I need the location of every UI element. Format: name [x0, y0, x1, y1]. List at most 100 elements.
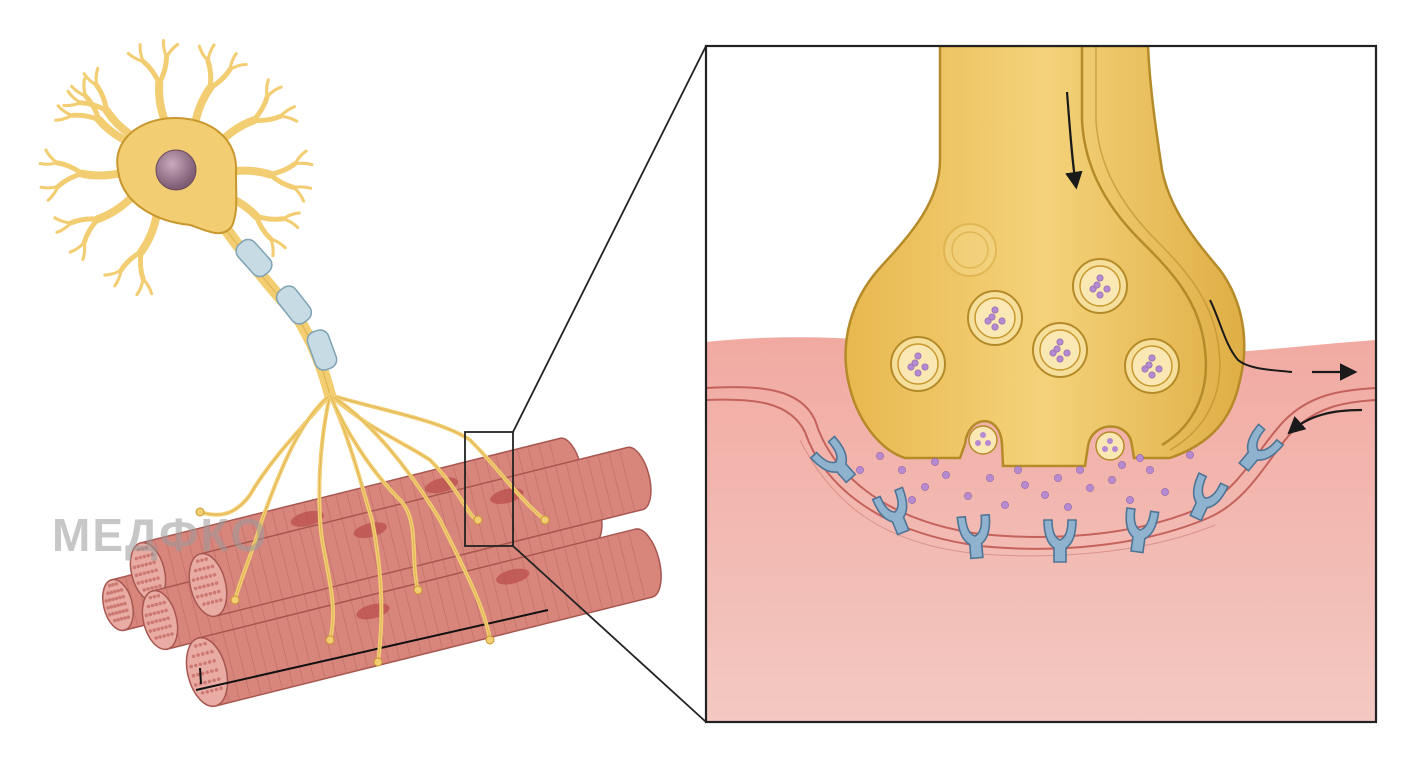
myofibril: [140, 546, 145, 551]
myofibril: [126, 615, 131, 619]
myofibril: [119, 617, 124, 621]
receptor-channel: [871, 486, 910, 536]
myofibril: [198, 662, 203, 667]
myofibril: [160, 609, 164, 614]
neurotransmitter-molecule: [1053, 345, 1061, 353]
striation: [617, 534, 635, 601]
myelin-segment: [306, 329, 338, 371]
neurotransmitter-molecule: [1148, 354, 1156, 362]
neurotransmitter-molecule: [1096, 274, 1104, 282]
receptor-channel: [956, 513, 991, 560]
striation: [265, 622, 283, 688]
myofibril: [195, 594, 200, 599]
striation: [254, 625, 272, 691]
vesicle-opening: [968, 425, 998, 455]
myofibril: [162, 617, 166, 622]
myofibril: [200, 652, 205, 656]
neurotransmitter-molecule: [1107, 438, 1113, 444]
myofibril: [200, 671, 205, 676]
myofibril: [204, 557, 208, 561]
myofibril: [154, 636, 159, 640]
striation: [176, 585, 192, 642]
motor-neuron: [38, 38, 550, 667]
myofibril: [136, 547, 141, 552]
dendrite-branch: [228, 62, 248, 71]
dendrite-branch: [293, 161, 314, 167]
striation: [448, 493, 465, 553]
myofibril: [200, 558, 204, 562]
dendrite-branch: [39, 184, 60, 190]
myofibril: [111, 582, 115, 587]
striation: [277, 535, 294, 596]
callout-line-bottom: [512, 545, 707, 723]
myofibril: [205, 689, 210, 694]
myofibril: [109, 605, 114, 609]
myofibril: [107, 612, 112, 617]
neurotransmitter-molecule: [931, 458, 939, 466]
myofibril: [210, 669, 214, 673]
myofibril: [132, 565, 137, 570]
fiber-body: [197, 528, 662, 707]
striation: [340, 603, 358, 670]
myofibril: [136, 564, 141, 569]
striation: [489, 566, 507, 633]
myofibril: [152, 594, 157, 599]
dendrite-branch: [44, 148, 59, 165]
striation: [299, 530, 315, 591]
myofibril: [152, 611, 157, 616]
myofibril: [118, 610, 122, 614]
myofibril: [150, 603, 155, 608]
neurotransmitter-molecule: [1093, 281, 1101, 289]
receptor-channel: [1238, 423, 1285, 472]
myofibril: [205, 670, 210, 675]
vesicle-opening: [1095, 431, 1125, 461]
dendrite-branch: [205, 58, 214, 91]
myofibril: [144, 613, 149, 618]
neurotransmitter-molecule: [914, 352, 922, 360]
dendrite-branch: [292, 185, 306, 203]
myofibril: [208, 574, 213, 578]
cell-body: [116, 116, 238, 235]
myofibril: [158, 635, 163, 639]
myofibril: [210, 564, 215, 569]
striation: [555, 466, 571, 527]
motor-end-plate: [353, 522, 387, 539]
dendrite-branch: [118, 249, 144, 273]
myofibril: [198, 567, 202, 572]
dendrite-branch: [69, 112, 102, 123]
myofibril: [148, 578, 152, 582]
myofibril: [160, 626, 164, 630]
myofibril: [123, 616, 127, 620]
dendrite-branch: [138, 43, 145, 63]
acetylcholine-receptors: [809, 423, 1285, 563]
axon-terminal-bouton: [195, 507, 205, 517]
dendrite-branch: [197, 44, 210, 63]
dendrite-branch: [54, 160, 85, 177]
striation: [427, 498, 443, 559]
myofibril: [204, 592, 208, 597]
downward-arrow-icon: [1065, 91, 1083, 190]
myofibril: [150, 569, 154, 574]
synaptic-vesicles: [890, 258, 1180, 461]
striation: [384, 509, 401, 569]
neurotransmitter-molecule: [1064, 503, 1072, 511]
axon-terminal-outline: [329, 394, 382, 663]
myofibril: [140, 580, 145, 584]
myofibril: [193, 568, 198, 573]
neurotransmitter-molecule: [1148, 371, 1156, 379]
myofibril: [119, 602, 124, 607]
dendrite-branch: [53, 216, 73, 225]
striation: [222, 633, 240, 699]
neurotransmitter-molecule: [986, 474, 994, 482]
neurotransmitter-molecule: [942, 471, 950, 479]
myofibril: [144, 579, 149, 583]
myofibril: [164, 625, 168, 629]
striation: [566, 463, 582, 524]
dendrite-branch: [165, 42, 180, 59]
neurotransmitter-molecule: [1145, 361, 1153, 369]
striation: [544, 469, 561, 530]
myofibril: [202, 602, 206, 606]
striation: [608, 453, 625, 514]
dendrite-branch: [161, 38, 169, 59]
current-path-line: [1209, 299, 1293, 373]
